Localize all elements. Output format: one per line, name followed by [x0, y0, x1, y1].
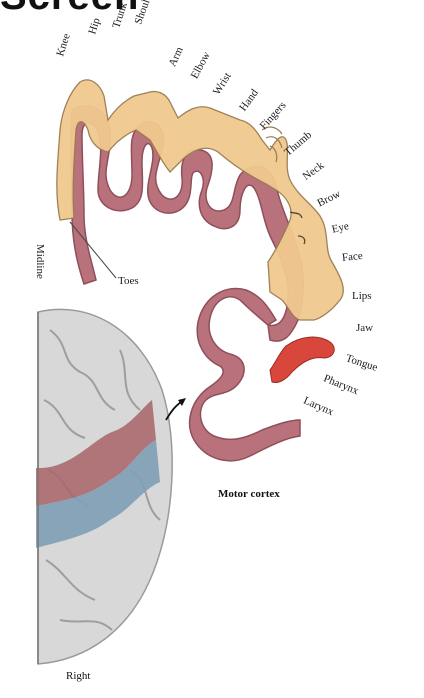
motor-strip	[36, 400, 156, 506]
right-label: Right	[66, 670, 91, 682]
label-lips: Lips	[352, 290, 372, 302]
sensory-strip	[36, 440, 160, 548]
toes-pointer	[69, 221, 117, 279]
toes-label: Toes	[118, 275, 139, 287]
heading-fragment: Screen	[0, 0, 139, 19]
midline-label: Midline	[34, 244, 46, 279]
motor-cortex-label: Motor cortex	[218, 488, 280, 500]
homunculus-figure	[56, 79, 344, 321]
label-jaw: Jaw	[356, 322, 374, 334]
brain-hemisphere	[36, 308, 173, 665]
label-face: Face	[341, 249, 364, 264]
tongue-shape	[269, 336, 335, 383]
